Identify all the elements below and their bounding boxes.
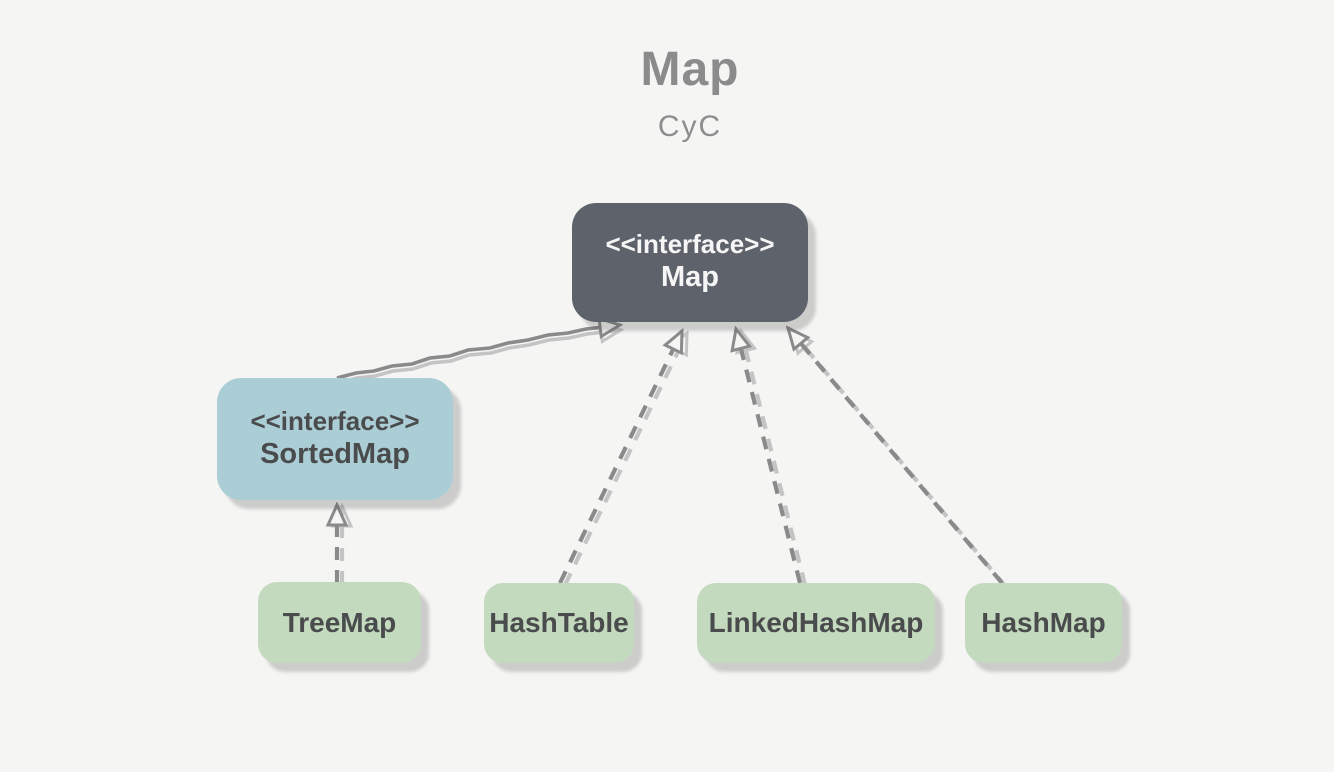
class-node-map: <<interface>> Map (572, 203, 808, 322)
class-node-linkedhashmap: LinkedHashMap (697, 583, 935, 663)
edge-shadow-linkedhashmap-map (741, 331, 808, 586)
edge-sortedmap-extends-map (336, 325, 620, 380)
edge-shadow-sortedmap-map (337, 330, 621, 385)
edge-hashmap-implements-map (788, 328, 1004, 585)
class-name-label: LinkedHashMap (708, 607, 924, 639)
edge-linkedhashmap-implements-map (736, 329, 803, 584)
class-node-treemap: TreeMap (258, 582, 421, 663)
class-node-sortedmap: <<interface>> SortedMap (217, 378, 453, 500)
class-name-label: HashMap (981, 607, 1106, 639)
class-node-hashtable: HashTable (484, 583, 634, 663)
edge-shadow-hashtable-map (563, 333, 689, 586)
edge-hashtable-implements-map (558, 331, 684, 584)
class-name-label: TreeMap (282, 606, 397, 638)
diagram-subtitle: CyC (657, 110, 723, 143)
edge-lines (336, 325, 1004, 585)
class-node-hashmap: HashMap (965, 583, 1122, 663)
stereotype-label: <<interface>> (605, 229, 775, 260)
diagram-title: Map (640, 43, 740, 96)
stereotype-label: <<interface>> (250, 405, 420, 436)
edge-shadows (337, 330, 1008, 589)
diagram-header: Map CyC (356, 42, 1024, 144)
class-name-label: Map (661, 261, 719, 294)
class-name-label: SortedMap (260, 437, 410, 470)
class-name-label: HashTable (489, 607, 629, 639)
